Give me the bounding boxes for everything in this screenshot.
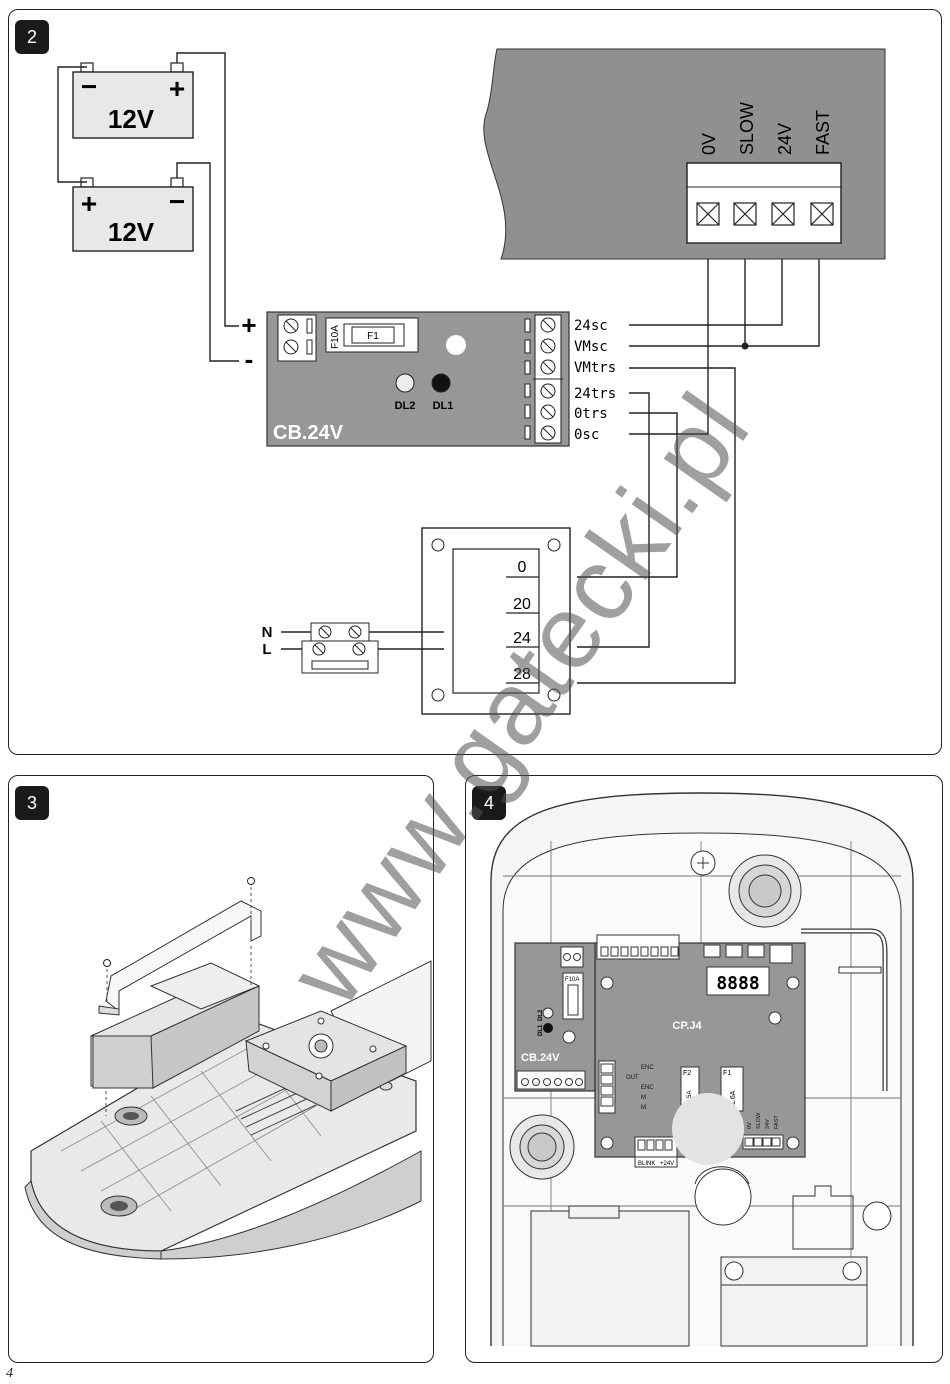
figure-2-wiring-diagram: − + 12V + − 12V + - (57, 48, 886, 715)
terminal-vmsc: VMsc (574, 339, 608, 355)
figure-2-number: 2 (15, 20, 49, 54)
motor-terminal-0v: 0V (699, 133, 719, 155)
tap-0: 0 (518, 559, 527, 576)
figure-4-board-drawing: 8888 CP.J4 ENC OUT ENC M M F2 F1 2.5A 1.… (490, 792, 914, 1347)
tap-20: 20 (513, 596, 531, 613)
terminal-0trs: 0trs (574, 406, 608, 422)
motor-terminal-fast: FAST (813, 110, 833, 155)
terminal-24sc: 24sc (574, 318, 608, 334)
battery-1-left-sign: − (81, 71, 97, 102)
mains-terminal-block (301, 622, 379, 674)
figure-3-panel: 3 (8, 775, 434, 1363)
enc-label-2: ENC (641, 1085, 654, 1091)
fuse-f2-label: F2 (683, 1070, 691, 1077)
out-label: OUT (626, 1075, 639, 1081)
cp-display: 8888 (716, 973, 759, 994)
cb-led-dl1: DL1 (433, 400, 454, 412)
cb-board-name: CB.24V (273, 422, 344, 444)
cb-fuse-name: F1 (367, 331, 379, 342)
cb24v-board: F10A F1 DL2 DL1 CB.24V (266, 311, 570, 447)
cb-small-fuse-label: F10A (565, 977, 579, 983)
motor-terminal-block: 0V SLOW 24V FAST (686, 102, 842, 244)
motor-0v-small: 0V (747, 1122, 753, 1129)
mains-l-label: L (262, 641, 271, 658)
cb-small-led-dl1: DL1 (538, 1024, 544, 1036)
motor-fast-small: FAST (774, 1115, 780, 1129)
blink-label: BLINK (638, 1161, 655, 1167)
page-number: 4 (6, 1366, 13, 1381)
figure-4-number: 4 (472, 786, 506, 820)
terminal-vmtrs: VMtrs (574, 360, 616, 376)
figure-2-panel: 2 − + 12V + − 12V + - (8, 9, 942, 755)
input-plus-label: + (241, 310, 256, 340)
fuse-f1-label: F1 (723, 1070, 731, 1077)
m-label-1: M (641, 1095, 646, 1101)
terminal-0sc: 0sc (574, 427, 599, 443)
battery-wires (57, 52, 239, 362)
cb-small-board-label: CB.24V (521, 1052, 560, 1064)
terminal-24trs: 24trs (574, 386, 616, 402)
battery-1-voltage: 12V (108, 104, 155, 134)
battery-2-right-sign: − (169, 186, 185, 217)
input-minus-label: - (245, 344, 254, 374)
fuse-f1-value: 1.6A (730, 1090, 737, 1105)
cp-board-label: CP.J4 (672, 1020, 702, 1032)
tap-24: 24 (513, 630, 531, 647)
motor-terminal-24v: 24V (775, 123, 795, 155)
cb-fuse-label: F10A (330, 325, 341, 349)
blink-voltage-label: +24V (660, 1161, 674, 1167)
motor-terminal-slow: SLOW (737, 102, 757, 155)
fuse-f2-value: 2.5A (687, 1091, 693, 1103)
figure-3-number: 3 (15, 786, 49, 820)
battery-1-right-sign: + (169, 73, 185, 104)
m-label-2: M (641, 1105, 646, 1111)
motor-24v-small: 24V (765, 1119, 771, 1129)
cb-small-led-dl2: DL2 (538, 1009, 544, 1021)
figure-4-panel: 4 (465, 775, 943, 1363)
motor-slow-small: SLOW (756, 1112, 762, 1129)
battery-2: + − 12V (72, 177, 194, 252)
battery-1: − + 12V (72, 62, 194, 139)
control-wires (577, 259, 820, 684)
figure-3-installation-drawing (24, 877, 432, 1260)
transformer: 0 20 24 28 (421, 527, 571, 715)
enc-label-1: ENC (641, 1065, 654, 1071)
cb-led-dl2: DL2 (395, 400, 416, 412)
mains-n-label: N (262, 624, 273, 641)
tap-28: 28 (513, 666, 531, 683)
battery-2-voltage: 12V (108, 217, 155, 247)
battery-2-left-sign: + (81, 188, 97, 219)
